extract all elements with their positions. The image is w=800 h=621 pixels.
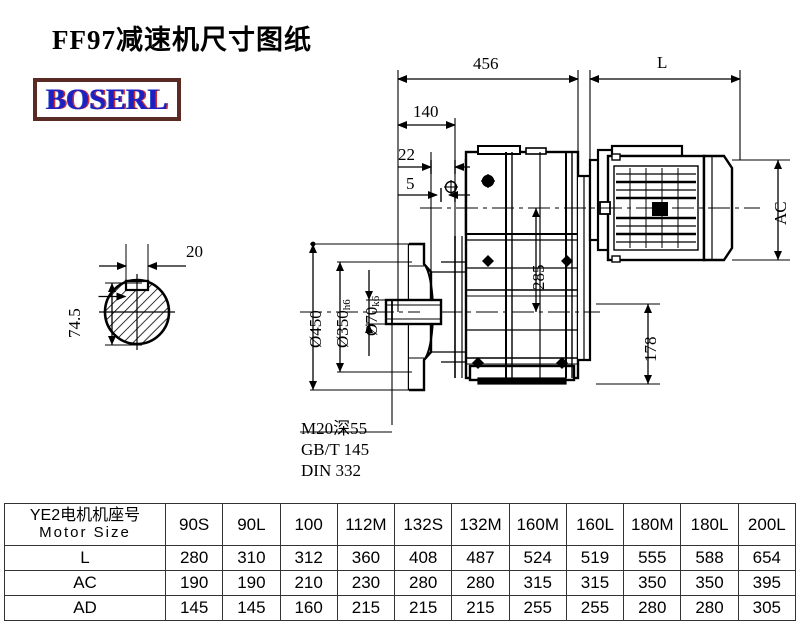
dim-450-label: Ø450 — [306, 310, 325, 348]
table-header-label-cn: YE2电机机座号 — [29, 507, 141, 525]
table-column-header: 180L — [680, 503, 739, 546]
table-cell: 160 — [279, 595, 338, 621]
dim-5-label: 5 — [406, 174, 415, 193]
dim-140-label: 140 — [413, 102, 439, 121]
table-column-header: 160L — [565, 503, 625, 546]
table-cell: 255 — [508, 595, 567, 621]
table-cell: 215 — [451, 595, 510, 621]
table-cell: 315 — [565, 570, 625, 596]
dim-AC-label: AC — [771, 201, 790, 225]
note-thread-depth: M20深55 — [301, 419, 368, 438]
dim-22-label: 22 — [398, 145, 415, 164]
table-cell: 215 — [394, 595, 453, 621]
table-cell: 280 — [623, 595, 682, 621]
dim-456-label: 456 — [473, 54, 499, 73]
brand-logo-text: BOSERL — [46, 82, 168, 116]
table-column-header: 160M — [508, 503, 567, 546]
table-cell: 654 — [737, 545, 797, 571]
table-cell: 519 — [565, 545, 625, 571]
technical-drawing — [98, 70, 790, 433]
table-column-header: 112M — [336, 503, 396, 546]
table-cell: 280 — [164, 545, 224, 571]
dim-350-value: Ø350 — [333, 310, 352, 348]
dim-70-tolerance: k6 — [370, 295, 382, 307]
dimension-arrowheads — [309, 160, 782, 390]
note-standard-gbt: GB/T 145 — [301, 440, 370, 459]
table-cell: 395 — [737, 570, 797, 596]
shaft-section-detail — [98, 244, 186, 350]
table-column-header: 132S — [394, 503, 453, 546]
dim-20-label: 20 — [186, 242, 203, 261]
brand-logo: BOSERL — [33, 78, 181, 121]
table-cell: 190 — [222, 570, 281, 596]
table-cell: 487 — [451, 545, 510, 571]
table-column-header: 100 — [279, 503, 338, 546]
table-column-header: 90S — [164, 503, 224, 546]
table-row-label: AD — [4, 595, 166, 621]
table-cell: 310 — [222, 545, 281, 571]
table-cell: 350 — [680, 570, 739, 596]
table-header-label-en: Motor Size — [39, 524, 131, 542]
dim-350-tolerance: h6 — [341, 299, 353, 311]
table-row-label: L — [4, 545, 166, 571]
table-cell: 145 — [164, 595, 224, 621]
table-cell: 524 — [508, 545, 567, 571]
table-cell: 280 — [680, 595, 739, 621]
table-cell: 555 — [623, 545, 682, 571]
table-header-label-cell: YE2电机机座号 Motor Size — [4, 503, 166, 546]
dim-70k6-label: Ø70k6 — [362, 295, 382, 336]
table-column-header: 200L — [737, 503, 797, 546]
table-row: AC 190 190 210 230 280 280 315 315 350 3… — [4, 570, 797, 596]
table-cell: 190 — [164, 570, 224, 596]
dim-285-label: 285 — [529, 264, 548, 291]
table-row: L 280 310 312 360 408 487 524 519 555 58… — [4, 545, 797, 571]
table-cell: 312 — [279, 545, 338, 571]
table-row: AD 145 145 160 215 215 215 255 255 280 2… — [4, 595, 797, 621]
motor-size-table: YE2电机机座号 Motor Size 90S 90L 100 112M 132… — [4, 503, 797, 621]
dimension-lines — [300, 70, 790, 433]
table-cell: 588 — [680, 545, 739, 571]
table-cell: 210 — [279, 570, 338, 596]
table-cell: 360 — [336, 545, 396, 571]
dim-178-label: 178 — [641, 336, 660, 363]
table-body: YE2电机机座号 Motor Size 90S 90L 100 112M 132… — [4, 503, 797, 621]
table-cell: 350 — [623, 570, 682, 596]
table-cell: 230 — [336, 570, 396, 596]
gearbox-assembly — [300, 144, 760, 392]
page-title: FF97减速机尺寸图纸 — [52, 25, 312, 55]
table-cell: 255 — [565, 595, 625, 621]
dim-L-label: L — [657, 53, 668, 72]
note-standard-din: DIN 332 — [301, 461, 361, 480]
table-cell: 215 — [336, 595, 396, 621]
dim-350h6-label: Ø350h6 — [333, 299, 353, 348]
table-column-header: 90L — [222, 503, 281, 546]
table-cell: 408 — [394, 545, 453, 571]
table-cell: 280 — [394, 570, 453, 596]
dim-74-5-label: 74.5 — [65, 308, 84, 338]
table-column-header: 180M — [623, 503, 682, 546]
electric-motor — [599, 144, 734, 263]
table-cell: 305 — [737, 595, 797, 621]
table-header-row: YE2电机机座号 Motor Size 90S 90L 100 112M 132… — [4, 503, 797, 546]
dim-70-value: Ø70 — [362, 306, 381, 336]
table-cell: 145 — [222, 595, 281, 621]
table-row-label: AC — [4, 570, 166, 596]
gear-housing — [431, 145, 592, 385]
table-column-header: 132M — [451, 503, 510, 546]
table-cell: 280 — [451, 570, 510, 596]
table-cell: 315 — [508, 570, 567, 596]
